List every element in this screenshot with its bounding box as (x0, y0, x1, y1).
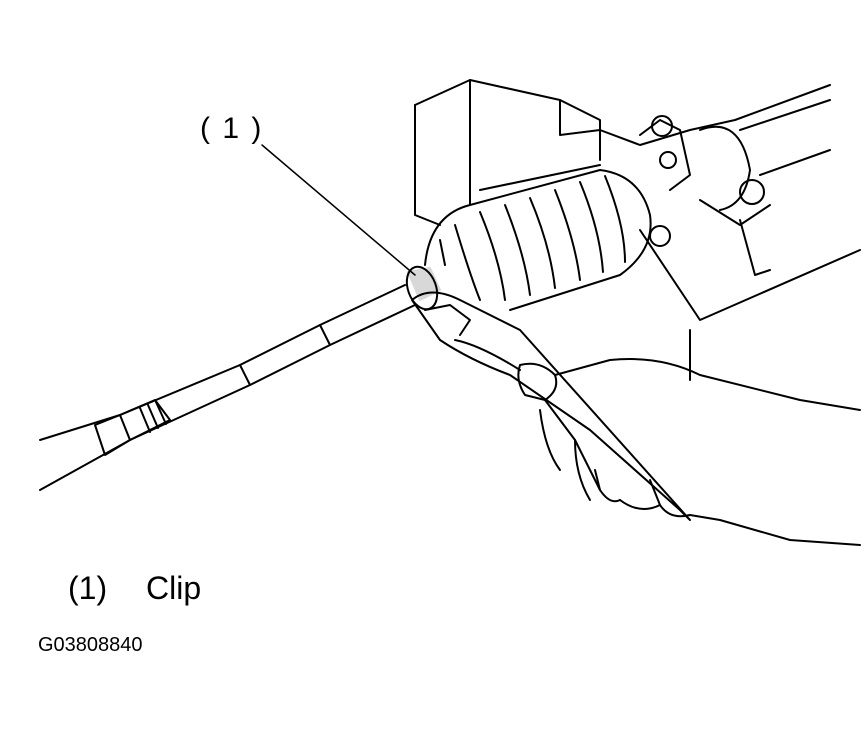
legend: (1) Clip (68, 570, 201, 607)
legend-number: (1) (68, 570, 108, 606)
hand (517, 358, 861, 546)
callout-number: ( 1 ) (200, 112, 264, 145)
legend-label: Clip (146, 570, 202, 606)
steering-rack-boot-clip-illustration (39, 79, 861, 546)
tie-rod (39, 284, 416, 491)
rubber-boot (424, 169, 652, 311)
gear-housing (414, 79, 861, 381)
callout-leader-line (261, 144, 416, 276)
figure-id: G03808840 (38, 634, 143, 656)
boot-clip (405, 265, 441, 311)
pliers (411, 291, 691, 521)
